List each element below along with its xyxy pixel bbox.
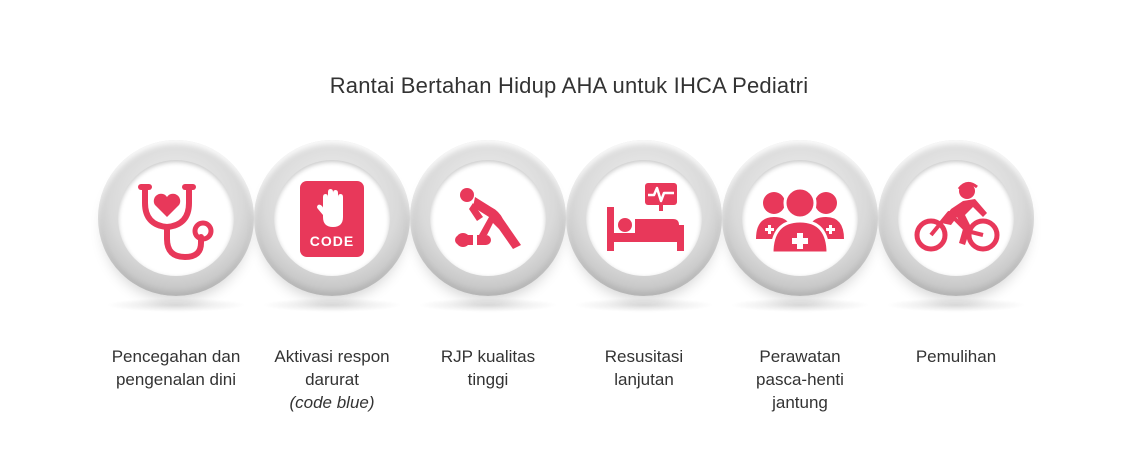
step-6-label: Pemulihan	[876, 345, 1036, 368]
step-1-label: Pencegahan dan pengenalan dini	[96, 345, 256, 391]
step-4-line-1: Resusitasi	[604, 347, 684, 366]
step-2-line-2: darurat	[305, 370, 359, 389]
step-3-label: RJP kualitas tinggi	[408, 345, 568, 391]
ring-shadow	[418, 298, 558, 312]
ring-shadow	[262, 298, 402, 312]
medical-team-icon	[756, 186, 844, 255]
step-2-icon-container: CODE	[274, 160, 390, 276]
step-4-line-2: lanjutan	[614, 370, 674, 389]
step-2-line-3: (code blue)	[289, 393, 375, 412]
ring-shadow	[886, 298, 1026, 312]
stethoscope-heart-icon	[138, 184, 214, 261]
step-6-line-1: Pemulihan	[915, 347, 997, 366]
step-1-icon-container	[118, 160, 234, 276]
step-2-ring: CODE	[254, 140, 410, 296]
step-1-line-1: Pencegahan dan	[111, 347, 241, 366]
diagram-title: Rantai Bertahan Hidup AHA untuk IHCA Ped…	[329, 73, 809, 98]
step-1-ring	[98, 140, 254, 296]
hospital-bed-monitor-icon	[607, 183, 684, 251]
cyclist-icon	[914, 182, 1000, 252]
ring-shadow	[730, 298, 870, 312]
ring-shadow	[106, 298, 246, 312]
step-2-line-1: Aktivasi respon	[274, 347, 390, 366]
step-3-ring	[410, 140, 566, 296]
step-3-icon-container	[430, 160, 546, 276]
step-4-icon-container	[586, 160, 702, 276]
step-5-line-1: Perawatan	[759, 347, 841, 366]
step-6-icon-container	[898, 160, 1014, 276]
step-4-label: Resusitasi lanjutan	[564, 345, 724, 391]
code-badge-text: CODE	[310, 233, 354, 249]
step-3-line-2: tinggi	[467, 370, 509, 389]
step-3-line-1: RJP kualitas	[440, 347, 536, 366]
ring-shadow	[574, 298, 714, 312]
step-5-icon-container	[742, 160, 858, 276]
code-hand-sign-icon: CODE	[300, 181, 364, 257]
step-5-ring	[722, 140, 878, 296]
step-1-line-2: pengenalan dini	[115, 370, 237, 389]
step-5-line-3: jantung	[772, 393, 828, 412]
step-6-ring	[878, 140, 1034, 296]
step-4-ring	[566, 140, 722, 296]
step-2-label: Aktivasi respon darurat (code blue)	[252, 345, 412, 414]
step-5-line-2: pasca-henti	[756, 370, 844, 389]
step-5-label: Perawatan pasca-henti jantung	[720, 345, 880, 414]
cpr-icon	[455, 188, 521, 249]
